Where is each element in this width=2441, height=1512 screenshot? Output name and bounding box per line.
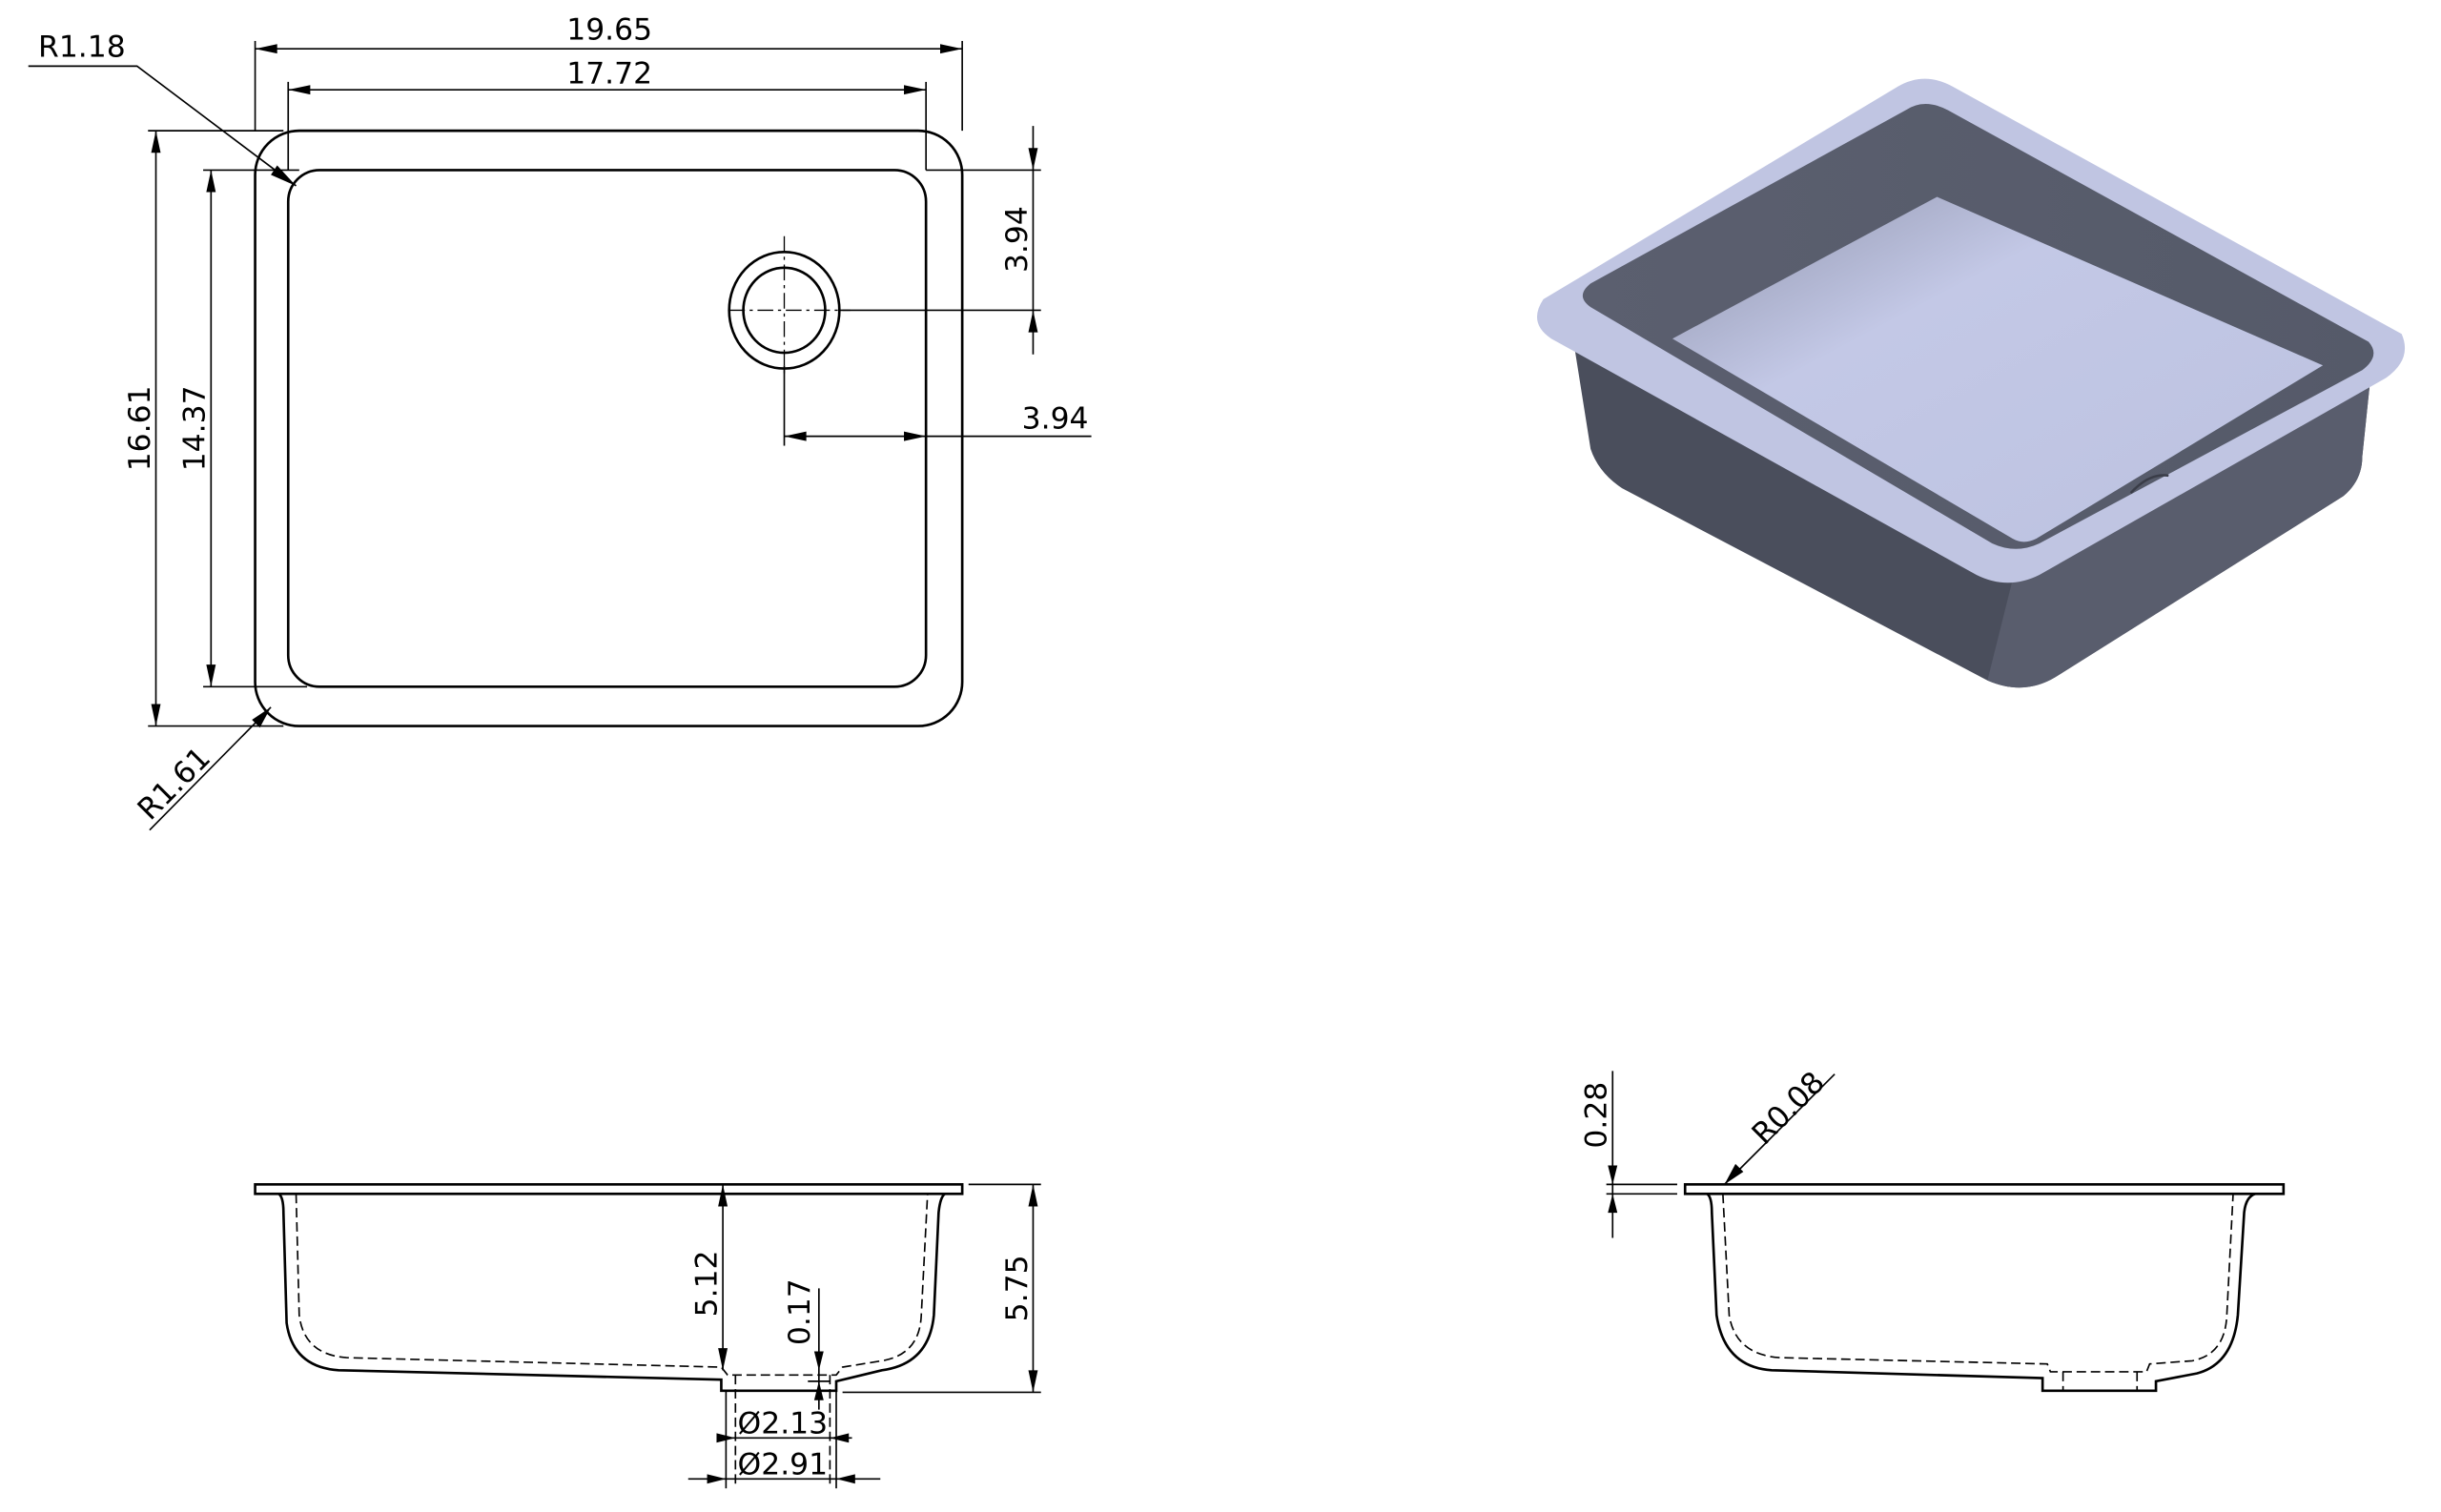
isometric-view <box>1536 78 2406 688</box>
dim-label: 16.61 <box>123 385 157 471</box>
dim-bowl-depth: 5.12 <box>689 1184 728 1371</box>
dim-rim-fillet-radius: R0.08 <box>1723 1065 1836 1185</box>
dim-drain-step: 0.17 <box>783 1278 831 1410</box>
dim-inner-corner-radius: R1.18 <box>28 30 297 187</box>
outer-outline <box>254 129 964 727</box>
dim-drain-from-back: 3.94 <box>839 126 1041 355</box>
dim-label: Ø2.13 <box>738 1406 829 1440</box>
dim-inner-width: 17.72 <box>287 57 927 171</box>
dim-overall-depth: 16.61 <box>123 130 284 727</box>
outer-wall-right <box>1987 380 2370 688</box>
dim-label: R1.18 <box>38 30 126 64</box>
drain-hole <box>728 235 851 378</box>
dim-drain-outer-diameter: Ø2.91 <box>687 1390 881 1489</box>
dim-drain-from-side: 3.94 <box>783 365 1092 446</box>
dim-label: Ø2.91 <box>738 1447 829 1481</box>
front-view: 5.12 5.75 0.17 Ø2.13 Ø2.91 <box>254 1183 1041 1489</box>
bowl-hidden-line <box>295 1194 929 1377</box>
inner-outline <box>286 169 928 688</box>
dim-label: 14.37 <box>178 385 213 471</box>
dim-label: R0.08 <box>1746 1065 1832 1151</box>
dim-label: R1.61 <box>132 741 217 827</box>
rim-outline <box>254 1183 964 1195</box>
dim-label: 5.75 <box>1000 1255 1035 1321</box>
dim-drain-inner-diameter: Ø2.13 <box>716 1406 852 1443</box>
top-view: 19.65 17.72 16.61 14.37 <box>28 12 1092 831</box>
dim-label: 0.28 <box>1580 1082 1614 1149</box>
side-view: 0.28 R0.08 <box>1580 1065 2286 1393</box>
dim-inner-depth: 14.37 <box>178 169 308 688</box>
drain-edge <box>2129 474 2169 494</box>
dim-overall-width: 19.65 <box>254 12 963 132</box>
dim-label: 17.72 <box>566 57 652 92</box>
bowl-hidden-line <box>1722 1194 2234 1373</box>
dim-label: 0.17 <box>783 1278 817 1345</box>
dim-overall-height: 5.75 <box>842 1183 1041 1394</box>
dim-label: 3.94 <box>1022 401 1089 436</box>
dim-label: 19.65 <box>566 12 652 47</box>
rim-outline <box>1683 1183 2286 1195</box>
dim-label: 3.94 <box>1000 206 1035 273</box>
sink-floor <box>1672 196 2324 542</box>
dim-rim-thickness: 0.28 <box>1580 1071 1677 1238</box>
bowl-outline <box>1706 1193 2256 1393</box>
bowl-outline <box>277 1193 946 1393</box>
dim-label: 5.12 <box>689 1251 724 1318</box>
